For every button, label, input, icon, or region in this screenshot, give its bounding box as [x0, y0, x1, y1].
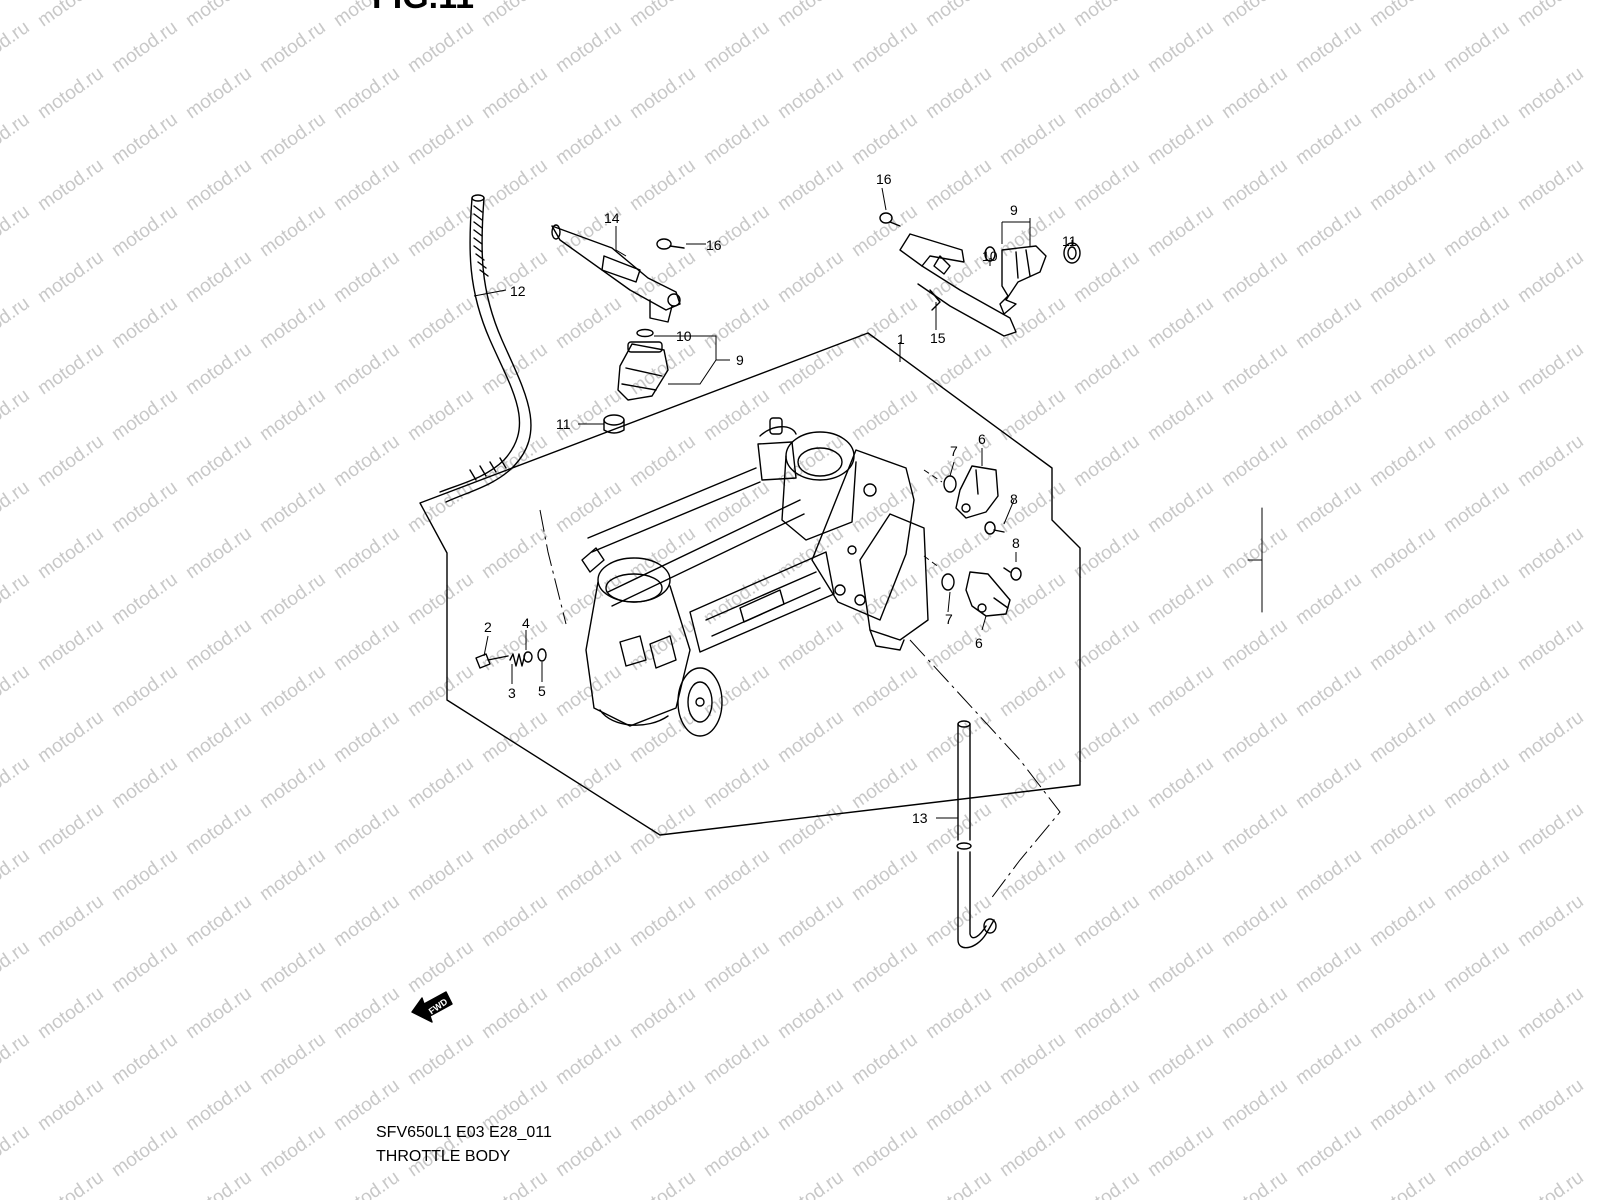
callout-6-upper: 6 — [978, 431, 986, 447]
callout-11-left: 11 — [556, 416, 571, 432]
callout-labels: 1 2 3 4 5 6 6 7 7 8 8 9 9 10 10 11 11 12… — [427, 171, 1077, 1016]
screw-16-left — [656, 238, 685, 250]
sensor-6-upper — [955, 465, 999, 519]
callout-1: 1 — [897, 331, 905, 347]
leader-lines — [473, 187, 1073, 901]
callout-6-lower: 6 — [975, 635, 983, 651]
figure-title: THROTTLE BODY — [376, 1148, 511, 1165]
hose-12 — [439, 194, 532, 503]
throttle-body-assembly — [581, 417, 929, 737]
callout-2: 2 — [484, 619, 492, 635]
fuel-rail-15 — [899, 233, 1017, 337]
fuel-rail-14 — [551, 224, 681, 323]
callout-10-right: 10 — [982, 248, 998, 264]
figure-heading: FIG.11 — [372, 0, 474, 17]
assembly-boundary — [419, 332, 1081, 836]
callout-13: 13 — [912, 810, 928, 826]
screw-2 — [475, 653, 509, 669]
callout-10-left: 10 — [676, 328, 692, 344]
callout-7-lower: 7 — [945, 611, 953, 627]
callout-9-left: 9 — [736, 352, 744, 368]
hose-13 — [956, 720, 997, 949]
o-ring-7-upper — [943, 475, 957, 493]
screw-16-right — [879, 212, 901, 227]
callout-11-right: 11 — [1062, 233, 1077, 249]
washer-4 — [523, 651, 533, 663]
o-ring-5 — [537, 648, 547, 662]
callout-8-upper: 8 — [1010, 491, 1018, 507]
callout-15: 15 — [930, 330, 946, 346]
drawing-code: SFV650L1 E03 E28_011 — [376, 1124, 552, 1141]
cap-11-left — [603, 414, 625, 434]
callout-3: 3 — [508, 685, 516, 701]
callout-7-upper: 7 — [950, 443, 958, 459]
screw-8-lower — [1003, 567, 1022, 581]
callout-16-right: 16 — [876, 171, 892, 187]
injector-9-right — [999, 245, 1047, 315]
callout-9-right: 9 — [1010, 202, 1018, 218]
callout-4: 4 — [522, 615, 530, 631]
screw-8-upper — [984, 521, 1005, 535]
spring-3 — [509, 653, 526, 667]
callout-16-left: 16 — [706, 237, 722, 253]
fwd-arrow-icon — [411, 991, 453, 1023]
o-ring-10-left — [636, 328, 654, 338]
injector-9-left — [617, 341, 669, 401]
callout-8-lower: 8 — [1012, 535, 1020, 551]
o-ring-7-lower — [941, 573, 955, 591]
callout-5: 5 — [538, 683, 546, 699]
callout-14: 14 — [604, 210, 620, 226]
callout-12: 12 — [510, 283, 526, 299]
sensor-6-lower — [965, 571, 1011, 617]
